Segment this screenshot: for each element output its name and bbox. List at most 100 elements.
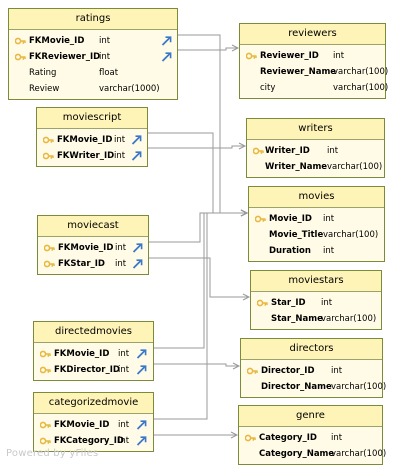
foreign-key-icon xyxy=(132,243,143,253)
watermark: Powered by yFiles xyxy=(6,448,99,459)
column-type: int xyxy=(331,433,343,443)
edge-arrowhead xyxy=(240,209,249,217)
column-row: Reviewer_ID int xyxy=(240,48,385,64)
column-type: int xyxy=(118,349,130,359)
edge-arrowhead xyxy=(231,44,240,52)
table-title: moviestars xyxy=(251,271,381,292)
key-icon xyxy=(42,135,54,145)
foreign-key-icon xyxy=(161,36,172,46)
foreign-key-icon xyxy=(136,420,147,430)
column-type: float xyxy=(99,68,119,78)
column-type: int xyxy=(99,52,111,62)
edge-moviecast-moviestars xyxy=(149,257,249,298)
column-name: Reviewer_ID xyxy=(260,51,319,61)
column-name: Movie_Title xyxy=(269,230,324,240)
edge-arrowhead xyxy=(232,362,241,370)
column-type: int xyxy=(115,243,127,253)
edge-arrowhead xyxy=(242,293,251,301)
column-type: varchar(100) xyxy=(321,314,377,324)
key-icon xyxy=(14,36,26,46)
edge-arrowhead xyxy=(238,142,247,150)
foreign-key-icon xyxy=(136,349,147,359)
foreign-key-icon xyxy=(161,52,172,62)
column-type: varchar(100) xyxy=(331,449,387,459)
column-type: int xyxy=(118,436,130,446)
table-title: moviecast xyxy=(38,216,148,237)
column-name: FKStar_ID xyxy=(58,259,105,269)
table-title: genre xyxy=(239,406,382,427)
foreign-key-icon xyxy=(132,259,143,269)
edge-categorizedmovie-movies xyxy=(154,212,247,420)
column-name: Category_ID xyxy=(259,433,317,443)
table-title: movies xyxy=(249,187,384,208)
key-icon xyxy=(245,51,257,61)
column-type: varchar(100) xyxy=(331,382,387,392)
edge-moviescript-writers xyxy=(148,145,245,149)
column-type: int xyxy=(118,365,130,375)
key-icon xyxy=(43,259,55,269)
column-name: FKReviewer_ID xyxy=(29,52,101,62)
column-name: city xyxy=(260,83,276,93)
column-type: int xyxy=(115,259,127,269)
column-type: int xyxy=(118,420,130,430)
edge-moviescript-movies xyxy=(148,132,247,214)
column-name: FKCategory_ID xyxy=(54,436,124,446)
column-name: FKDirector_ID xyxy=(54,365,120,375)
column-type: int xyxy=(114,151,126,161)
column-name: Director_ID xyxy=(261,366,315,376)
edge-moviecast-movies xyxy=(149,212,247,243)
column-type: int xyxy=(114,135,126,145)
key-icon xyxy=(14,52,26,62)
column-name: FKMovie_ID xyxy=(58,243,114,253)
column-name: Review xyxy=(29,84,60,94)
column-type: varchar(1000) xyxy=(99,84,160,94)
column-type: varchar(100) xyxy=(323,230,379,240)
column-type: int xyxy=(333,51,345,61)
column-type: int xyxy=(99,36,111,46)
foreign-key-icon xyxy=(131,135,142,145)
column-type: int xyxy=(323,214,335,224)
table-title: ratings xyxy=(9,9,177,30)
edge-arrowhead xyxy=(230,431,239,439)
column-type: int xyxy=(331,366,343,376)
key-icon xyxy=(254,214,266,224)
key-icon xyxy=(42,151,54,161)
column-name: Rating xyxy=(29,68,57,78)
column-type: varchar(100) xyxy=(333,67,389,77)
edge-directedmovies-directors xyxy=(154,363,239,367)
column-name: Writer_Name xyxy=(265,162,328,172)
key-icon xyxy=(39,420,51,430)
column-type: int xyxy=(323,246,335,256)
key-icon xyxy=(43,243,55,253)
foreign-key-icon xyxy=(136,436,147,446)
table-title: directedmovies xyxy=(34,322,153,343)
